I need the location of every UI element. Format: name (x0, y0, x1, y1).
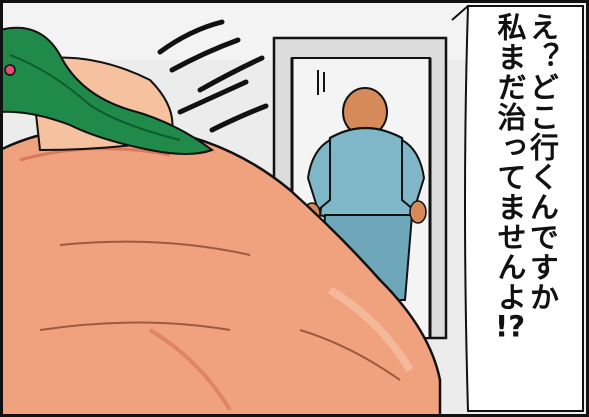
speech-line-2-end: !? (494, 312, 526, 341)
speech-line-2-text: 私まだ治ってませんよ (493, 12, 527, 312)
speech-bubble (451, 5, 584, 412)
motion-lines (157, 19, 269, 133)
speech-line-1: え？どこ行くんですか (525, 12, 560, 312)
green-hair (0, 26, 215, 155)
speech-text: え？どこ行くんですか 私まだ治ってませんよ!? (470, 12, 582, 408)
speech-line-2: 私まだ治ってませんよ!? (493, 12, 527, 408)
